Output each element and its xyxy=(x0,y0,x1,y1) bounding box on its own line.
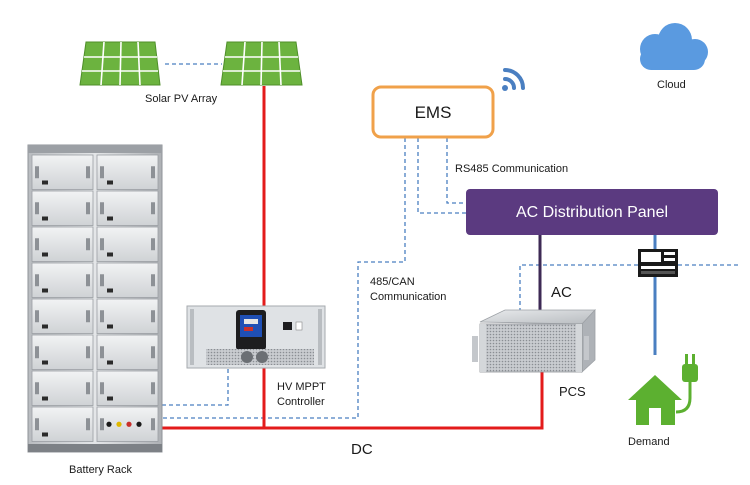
ac-distribution-panel-box xyxy=(466,189,718,235)
battery-module xyxy=(96,226,159,262)
battery-module xyxy=(31,262,94,298)
can-line1-label: 485/CAN xyxy=(370,276,415,288)
house-plug-icon xyxy=(628,354,698,425)
battery-module xyxy=(96,190,159,226)
energy-meter-icon xyxy=(638,249,678,277)
battery-module xyxy=(31,370,94,406)
cloud-label: Cloud xyxy=(657,79,686,91)
battery-module xyxy=(96,262,159,298)
rs485-communication-label: RS485 Communication xyxy=(455,163,569,175)
battery-rack-label: Battery Rack xyxy=(69,464,132,476)
rs485-comm-line xyxy=(446,138,467,204)
solar-panel-right-icon xyxy=(220,41,303,86)
solar-pv-array-label: Solar PV Array xyxy=(145,93,218,105)
ac-distribution-panel-label: AC Distribution Panel xyxy=(515,204,669,221)
battery-module xyxy=(31,154,94,190)
battery-module xyxy=(96,298,159,334)
comm-lines xyxy=(160,63,740,419)
demand-label: Demand xyxy=(628,436,670,448)
mppt-comm-line xyxy=(160,362,229,406)
battery-module xyxy=(96,370,159,406)
can-line2-label: Communication xyxy=(370,291,447,303)
can-comm-line xyxy=(160,138,406,419)
dc-label: DC xyxy=(351,441,373,458)
pcs-label: PCS xyxy=(559,384,586,399)
solar-panel-left-icon xyxy=(79,41,161,86)
battery-module xyxy=(31,406,94,442)
battery-module xyxy=(31,226,94,262)
battery-module xyxy=(96,334,159,370)
battery-module xyxy=(31,190,94,226)
mppt-line2-label: Controller xyxy=(277,396,325,408)
battery-module xyxy=(31,298,94,334)
rs485-comm-line-2 xyxy=(417,138,466,214)
ac-label: AC xyxy=(551,284,572,301)
battery-rack-image xyxy=(27,144,163,453)
ems-box xyxy=(371,85,495,139)
pcs-meter-comm-line xyxy=(519,264,638,312)
cloud-icon xyxy=(640,23,708,70)
ems-label: EMS xyxy=(414,103,452,122)
pcs-image xyxy=(472,308,596,373)
dc-bus-line xyxy=(160,372,544,430)
hv-mppt-controller-image xyxy=(186,305,326,369)
mppt-line1-label: HV MPPT xyxy=(277,381,326,393)
battery-module xyxy=(96,154,159,190)
battery-module xyxy=(31,334,94,370)
dc-lines xyxy=(160,86,544,430)
wifi-icon xyxy=(502,68,525,91)
